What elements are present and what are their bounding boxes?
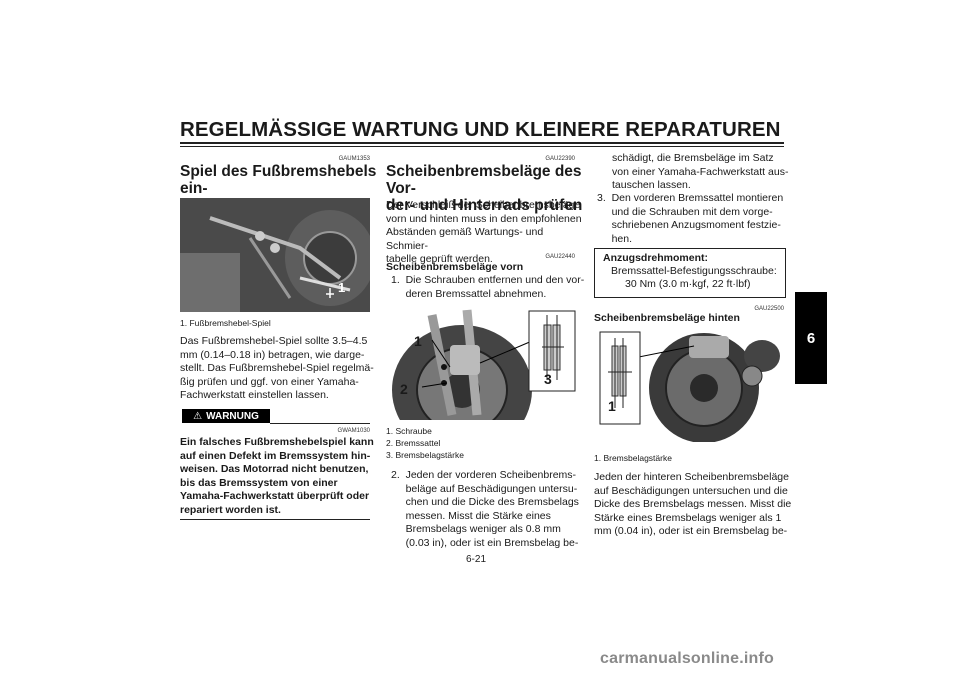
figure-caption: 1. Bremsbelagstärke	[594, 453, 672, 463]
step-3: 3. Den vorderen Bremssattel montieren un…	[597, 192, 784, 245]
rear-brake-photo: 1	[594, 328, 784, 442]
callout-1: 1	[338, 280, 346, 295]
caption-item: 3. Bremsbelagstärke	[386, 450, 464, 460]
torque-spec-box: Anzugsdrehmoment: Bremssattel-Befestigun…	[594, 248, 786, 298]
page-number: 6-21	[466, 554, 487, 565]
warning-code: GWAM1030	[337, 428, 370, 434]
warning-bottom-rule	[180, 519, 370, 520]
caption-item: 1. Schraube	[386, 426, 432, 436]
section-code: GAUM1353	[338, 156, 370, 162]
rear-brake-illustration	[594, 328, 784, 442]
spec-line: Bremssattel-Befestigungsschraube:	[611, 265, 777, 277]
sub-heading: Scheibenbremsbeläge vorn	[386, 261, 524, 273]
warning-label-box: ⚠ WARNUNG	[182, 409, 270, 423]
chapter-tab[interactable]: 6	[795, 292, 827, 384]
spec-title: Anzugsdrehmoment:	[603, 252, 708, 264]
warning-text: Ein falsches Fußbremshebelspiel kann auf…	[180, 436, 374, 516]
caption-item: 2. Bremssattel	[386, 438, 441, 448]
front-brake-illustration	[392, 305, 578, 420]
header-rule	[180, 142, 784, 144]
warning-label: WARNUNG	[206, 410, 259, 422]
callout-3: 3	[544, 371, 552, 387]
spec-value: 30 Nm (3.0 m·kgf, 22 ft·lbf)	[625, 278, 751, 290]
callout-1: 1	[414, 333, 422, 349]
warning-rule	[270, 423, 370, 424]
step-2-continued: schädigt, die Bremsbeläge im Satz von ei…	[612, 152, 789, 192]
figure-caption: 1. Fußbremshebel-Spiel	[180, 318, 271, 328]
body-text: Das Fußbremshebel-Spiel sollte 3.5–4.5 m…	[180, 335, 374, 402]
brake-pedal-illustration	[180, 198, 370, 312]
intro-text: Der Verschleiß der Scheibenbremsbeläge v…	[386, 199, 582, 266]
step-2: 2. Jeden der vorderen Scheibenbrems- bel…	[391, 469, 579, 549]
page-header-title: REGELMÄSSIGE WARTUNG UND KLEINERE REPARA…	[180, 118, 781, 141]
watermark: carmanualsonline.info	[600, 650, 775, 667]
callout-1: 1	[608, 398, 616, 414]
sub-heading: Scheibenbremsbeläge hinten	[594, 312, 740, 324]
section-code: GAU22390	[545, 156, 575, 162]
sub-code: GAU22440	[545, 254, 575, 260]
brake-pedal-photo: 1	[180, 198, 370, 312]
section-heading: Spiel des Fußbremshebels ein- stellen	[180, 163, 377, 214]
body-text: Jeden der hinteren Scheibenbremsbeläge a…	[594, 471, 792, 538]
warning-triangle-icon: ⚠	[193, 410, 203, 422]
step-1: 1. Die Schrauben entfernen und den vor- …	[391, 274, 585, 300]
section-heading: Scheibenbremsbeläge des Vor- der- und Hi…	[386, 163, 583, 214]
section-code: GAU22500	[754, 306, 784, 312]
header-rule-thin	[180, 146, 784, 147]
front-brake-photo: 1 2 3	[392, 305, 578, 420]
callout-2: 2	[400, 381, 408, 397]
